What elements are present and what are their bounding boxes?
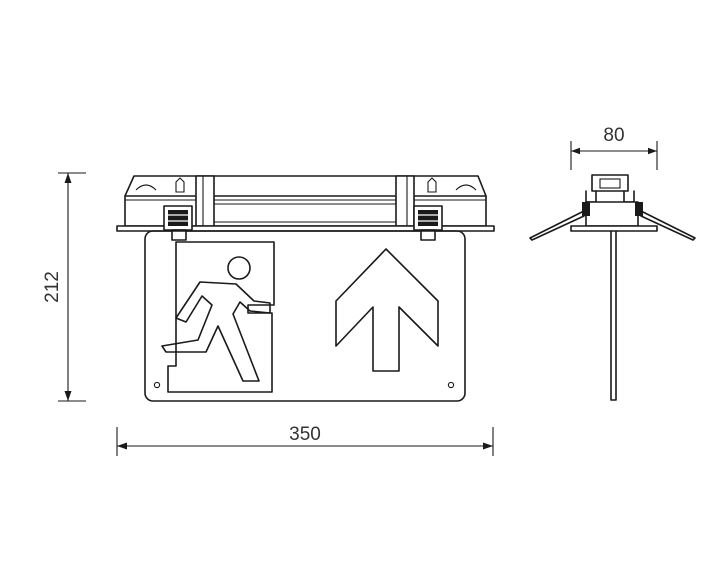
running-man-exit-icon bbox=[161, 241, 275, 393]
dimension-height-label: 212 bbox=[42, 271, 63, 303]
sign-panel bbox=[144, 230, 466, 402]
left-clamp bbox=[163, 205, 193, 241]
dimension-width: 350 bbox=[116, 424, 494, 456]
side-view bbox=[529, 174, 696, 401]
dimension-height: 212 bbox=[42, 172, 86, 402]
front-view bbox=[116, 175, 495, 402]
dimension-depth-label: 80 bbox=[603, 125, 624, 146]
panel-screw-left bbox=[153, 381, 161, 389]
right-clamp bbox=[413, 205, 443, 241]
arrow-up-icon bbox=[335, 248, 439, 372]
dimension-width-label: 350 bbox=[289, 424, 321, 445]
panel-screw-right bbox=[447, 381, 455, 389]
dimension-depth: 80 bbox=[570, 125, 658, 170]
